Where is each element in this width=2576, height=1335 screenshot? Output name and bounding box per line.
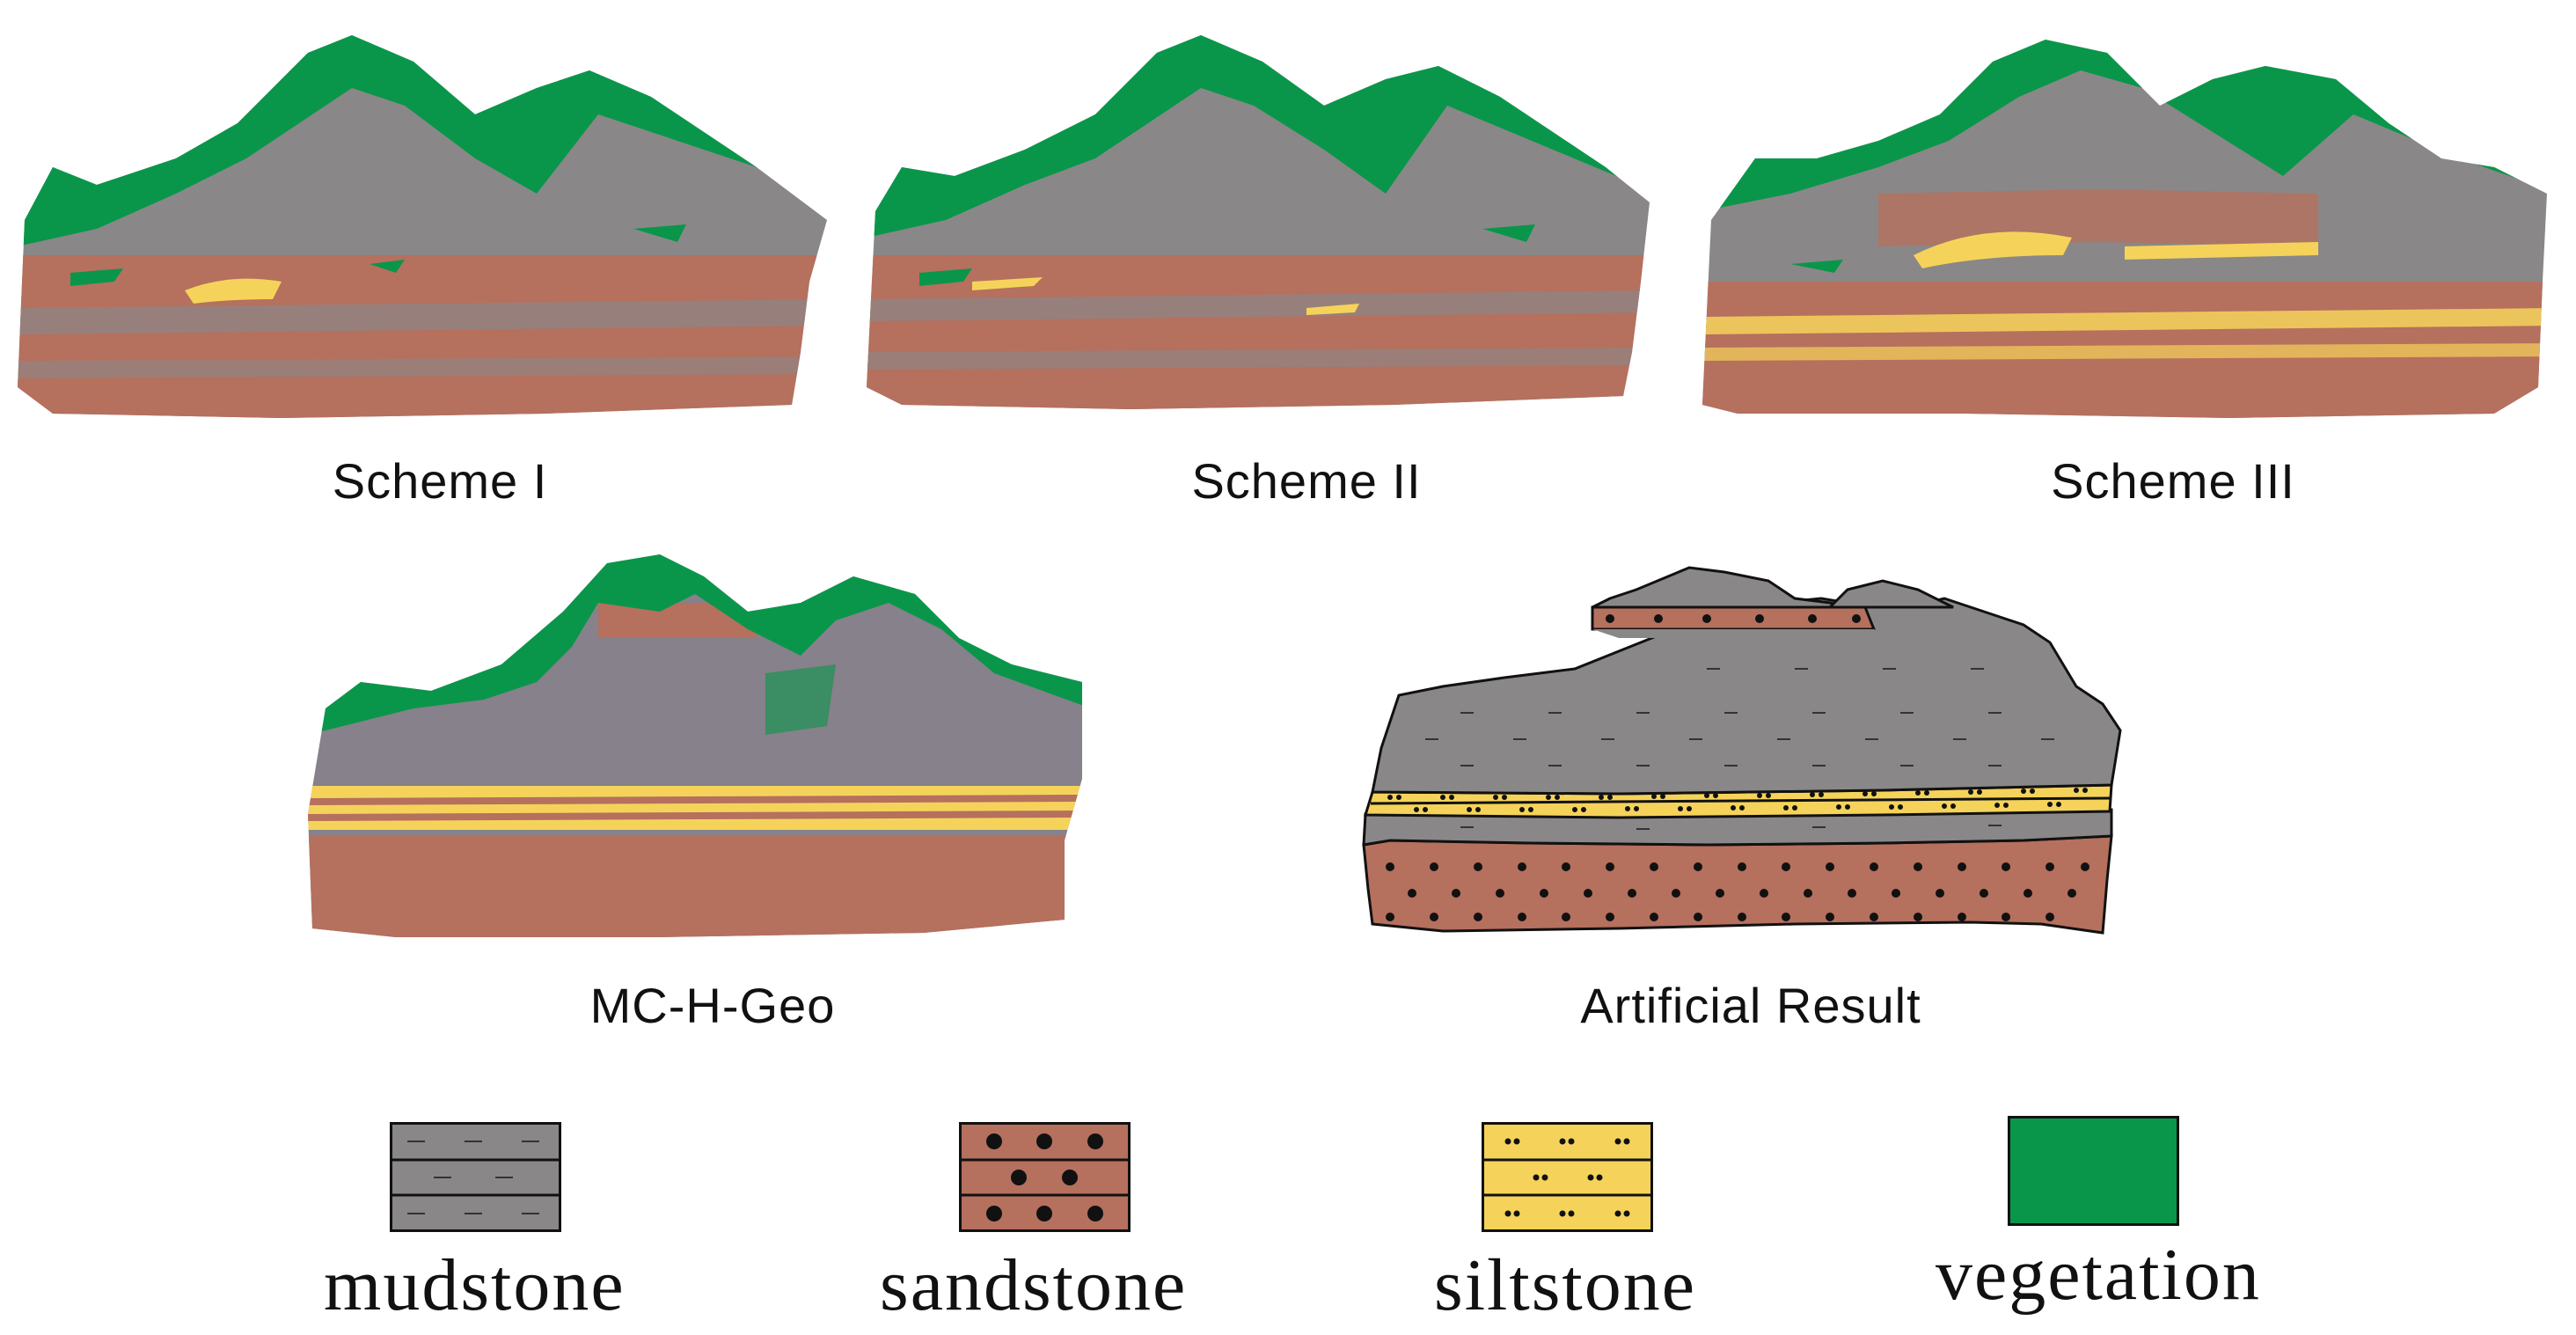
legend-sandstone-swatch — [959, 1122, 1131, 1232]
scheme2-outcrop — [867, 35, 1650, 409]
mchgeo-caption: MC-H-Geo — [589, 978, 836, 1033]
scheme2-caption: Scheme II — [1191, 453, 1422, 509]
scheme3-caption: Scheme III — [2051, 453, 2295, 509]
artificial-caption: Artificial Result — [1580, 978, 1921, 1033]
legend-mudstone-label: mudstone — [324, 1244, 626, 1326]
legend-vegetation-label: vegetation — [1936, 1234, 2261, 1316]
scheme3-outcrop — [1702, 40, 2547, 418]
artificial-outcrop — [1362, 566, 2122, 935]
scheme1-caption: Scheme I — [332, 453, 548, 509]
scheme1-outcrop — [18, 35, 827, 418]
legend-sandstone-label: sandstone — [880, 1244, 1188, 1326]
legend-siltstone-label: siltstone — [1434, 1244, 1697, 1326]
legend-mudstone-swatch — [390, 1122, 561, 1232]
legend-vegetation-swatch — [2008, 1116, 2179, 1226]
mchgeo-outcrop — [308, 554, 1082, 937]
legend-siltstone-swatch — [1482, 1122, 1653, 1232]
